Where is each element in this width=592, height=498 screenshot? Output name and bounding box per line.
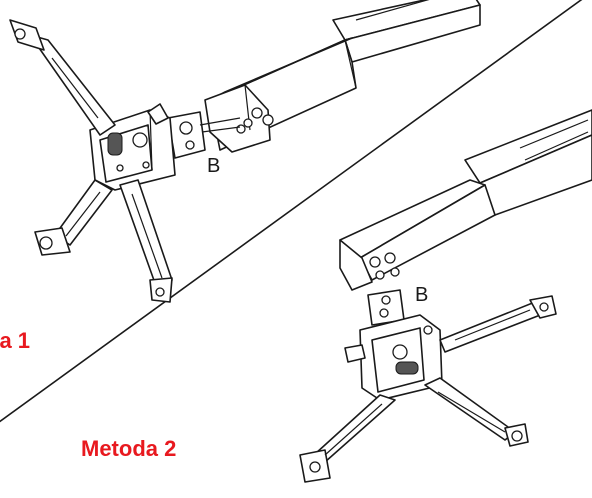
method2-extension-pole	[339, 109, 592, 291]
method1-arm-right	[147, 103, 169, 125]
method2-assembly	[299, 109, 592, 483]
method2-hub	[359, 314, 443, 401]
method2-marker-b: B	[415, 284, 429, 306]
method1-assembly	[9, 0, 481, 303]
method2-arm-lower-right	[424, 377, 529, 447]
method1-arm-upper	[9, 19, 116, 136]
method2-bracket-b	[367, 289, 405, 326]
method1-arm-lower-left	[34, 179, 113, 256]
method2-arm-left	[344, 344, 366, 363]
method2-arm-right	[439, 295, 557, 353]
method2-label: Metoda 2	[81, 436, 177, 461]
method2-arm-lower-left	[299, 394, 396, 483]
method1-label: da 1	[0, 328, 31, 353]
method1-marker-b: B	[207, 155, 221, 177]
method1-hub	[89, 109, 176, 191]
method1-bracket-b	[167, 111, 241, 159]
method1-extension-pole	[204, 0, 481, 153]
method1-arm-lower-right	[119, 179, 173, 303]
divider-line	[0, 0, 583, 423]
